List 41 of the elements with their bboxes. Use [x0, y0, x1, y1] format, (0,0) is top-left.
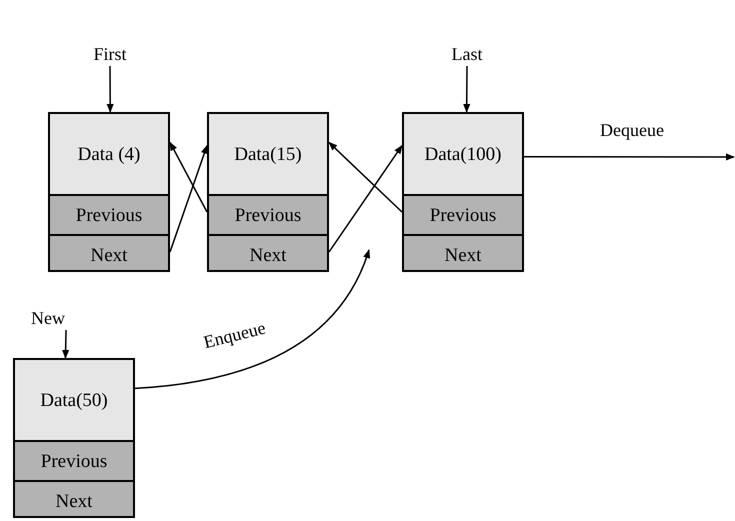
cell-text: Previous [76, 206, 142, 224]
arrow [169, 144, 208, 252]
cell-text: Data(100) [424, 144, 502, 164]
cell-text: Previous [40, 452, 108, 470]
arrow [106, 66, 114, 113]
previous-cell [15, 440, 133, 480]
node-record [13, 358, 135, 518]
cell-text: Next [90, 246, 128, 264]
pointer-label: Last [437, 42, 497, 66]
node-record [402, 112, 524, 272]
previous-cell [50, 194, 168, 234]
previous-cell [209, 194, 327, 234]
arrow [169, 142, 208, 212]
arrow [62, 330, 70, 359]
cell-text: Data(15) [234, 144, 302, 164]
arrow [524, 153, 735, 161]
arrow [134, 249, 370, 390]
arrow [463, 66, 470, 113]
previous-cell [404, 194, 522, 234]
edge-label: Dequeue [598, 121, 666, 139]
cell-text: Next [444, 246, 482, 264]
next-cell [50, 234, 168, 270]
next-cell [404, 234, 522, 270]
cell-text: Data(50) [40, 390, 108, 410]
data-cell [50, 114, 168, 194]
node-record [48, 112, 170, 272]
pointer-label: First [80, 42, 140, 66]
data-cell [209, 114, 327, 194]
cell-text: Next [250, 246, 286, 264]
next-cell [15, 480, 133, 516]
next-cell [209, 234, 327, 270]
cell-text: Next [56, 492, 92, 510]
cell-text: Previous [234, 206, 302, 224]
node-record [207, 112, 329, 272]
pointer-label: New [26, 306, 70, 330]
data-cell [404, 114, 522, 194]
data-cell [15, 360, 133, 440]
arrow [328, 142, 403, 213]
cell-text: Previous [430, 206, 496, 224]
cell-text: Data (4) [78, 144, 140, 164]
arrow [328, 144, 403, 252]
